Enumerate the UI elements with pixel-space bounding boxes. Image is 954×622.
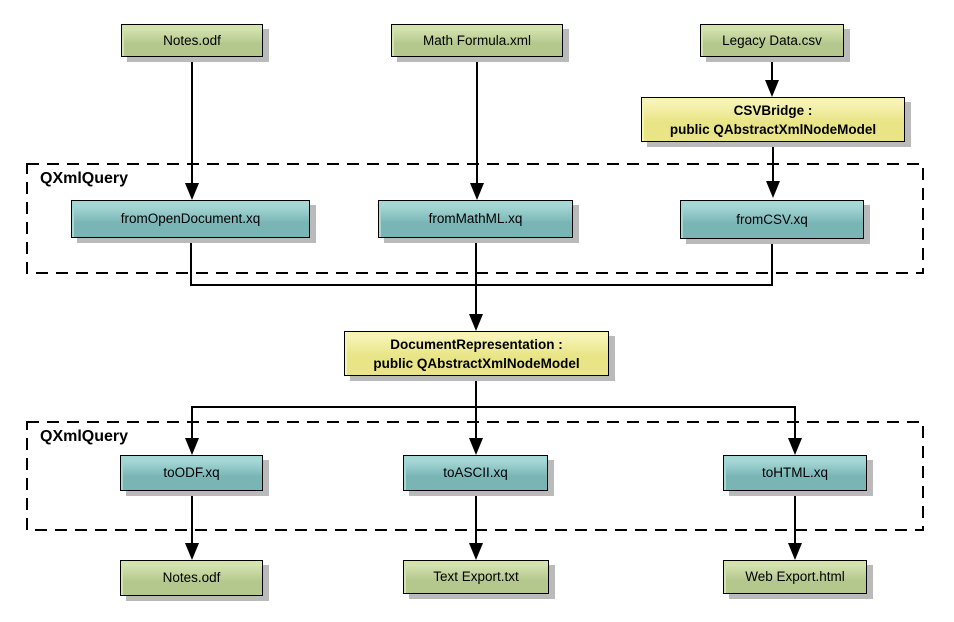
node-label: fromMathML.xq bbox=[428, 211, 523, 226]
node-from-open-document-xq: fromOpenDocument.xq bbox=[71, 200, 310, 238]
node-legacy-data-csv: Legacy Data.csv bbox=[700, 24, 844, 57]
node-label-line1: DocumentRepresentation : bbox=[390, 336, 563, 352]
node-label-line2: public QAbstractXmlNodeModel bbox=[373, 355, 580, 371]
node-csv-bridge: CSVBridge : public QAbstractXmlNodeModel bbox=[641, 97, 905, 142]
node-web-export-html: Web Export.html bbox=[723, 560, 867, 594]
node-notes-odf-top: Notes.odf bbox=[121, 24, 263, 57]
node-label: toASCII.xq bbox=[443, 465, 508, 480]
node-from-csv-xq: fromCSV.xq bbox=[680, 200, 864, 239]
qxmlquery-group-2-label: QXmlQuery bbox=[40, 428, 129, 445]
node-label: toHTML.xq bbox=[761, 465, 829, 480]
node-to-html-xq: toHTML.xq bbox=[723, 455, 867, 491]
node-text-export-txt: Text Export.txt bbox=[403, 560, 549, 594]
arrowheads bbox=[185, 80, 802, 560]
node-to-odf-xq: toODF.xq bbox=[120, 455, 263, 491]
node-label: Notes.odf bbox=[163, 32, 221, 48]
node-label: Notes.odf bbox=[162, 570, 221, 585]
node-label: toODF.xq bbox=[163, 465, 220, 480]
node-label: fromOpenDocument.xq bbox=[120, 211, 261, 226]
qxmlquery-group-1-label: QXmlQuery bbox=[40, 170, 129, 187]
node-label-line1: CSVBridge : bbox=[733, 102, 813, 118]
qxmlquery-group-1-border bbox=[26, 163, 924, 274]
node-math-formula-xml: Math Formula.xml bbox=[391, 24, 563, 57]
node-label: Text Export.txt bbox=[433, 569, 519, 584]
node-label: Math Formula.xml bbox=[422, 32, 532, 48]
node-label-line2: public QAbstractXmlNodeModel bbox=[669, 121, 877, 137]
node-label: fromCSV.xq bbox=[736, 211, 808, 227]
node-from-mathml-xq: fromMathML.xq bbox=[378, 200, 573, 238]
node-notes-odf-bottom: Notes.odf bbox=[120, 560, 263, 596]
node-label: Web Export.html bbox=[745, 569, 845, 584]
node-document-representation: DocumentRepresentation : public QAbstrac… bbox=[344, 331, 609, 376]
node-label: Legacy Data.csv bbox=[722, 32, 822, 48]
node-to-ascii-xq: toASCII.xq bbox=[403, 455, 548, 491]
